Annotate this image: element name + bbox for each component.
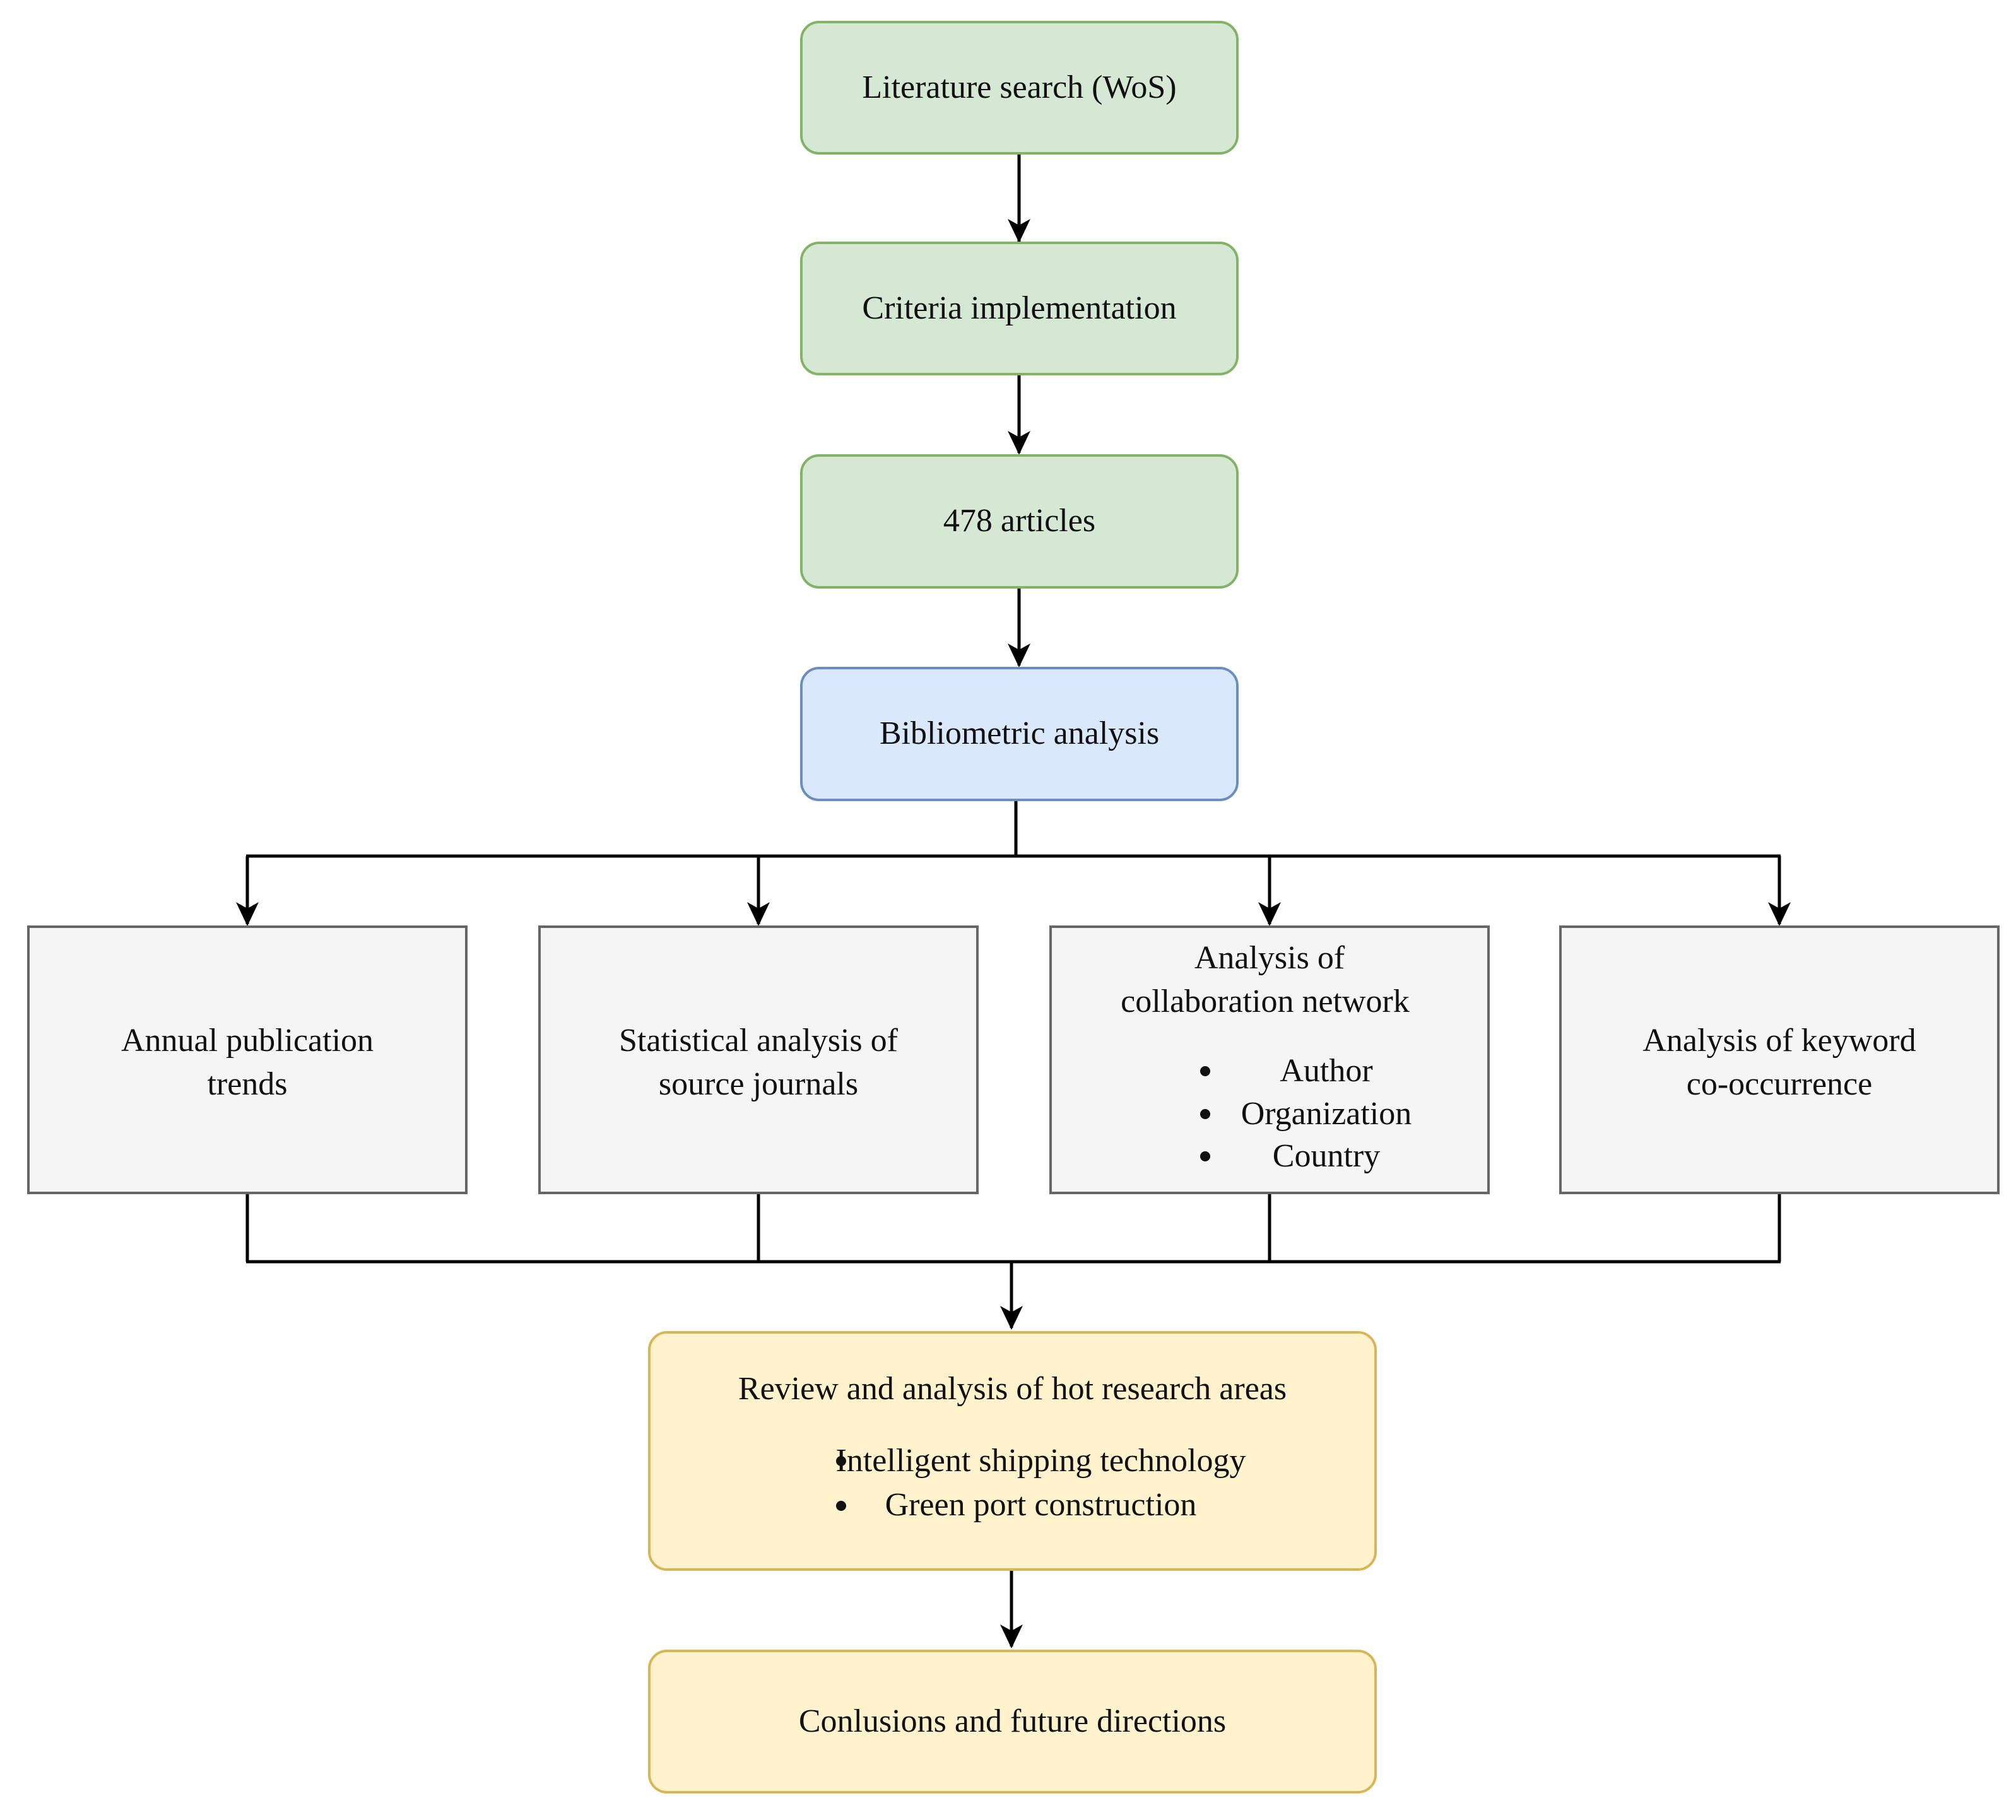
node-articles-count-label: 478 articles bbox=[943, 503, 1096, 539]
node-collaboration-network-title-line1: Analysis of bbox=[1194, 940, 1345, 976]
node-conclusions-future-directions: Conlusions and future directions bbox=[648, 1650, 1377, 1794]
arrowhead-to-keyword bbox=[1768, 902, 1791, 926]
arrowhead-review-to-conclusions bbox=[1000, 1624, 1023, 1648]
collaboration-item-author: Author bbox=[1280, 1053, 1373, 1089]
node-bibliometric-analysis-label: Bibliometric analysis bbox=[879, 715, 1160, 752]
list-item: Green port construction bbox=[691, 1483, 1335, 1528]
node-conclusions-future-directions-label: Conlusions and future directions bbox=[798, 1703, 1227, 1739]
node-keyword-cooccurrence-label: Analysis of keyword co-occurrence bbox=[1642, 1023, 1916, 1102]
node-articles-count: 478 articles bbox=[800, 454, 1239, 589]
node-keyword-cooccurrence: Analysis of keyword co-occurrence bbox=[1559, 925, 2000, 1194]
node-literature-search-label: Literature search (WoS) bbox=[862, 69, 1177, 105]
research-area-green-port: Green port construction bbox=[885, 1487, 1197, 1524]
node-review-hot-research-areas: Review and analysis of hot research area… bbox=[648, 1331, 1377, 1571]
node-review-hot-research-areas-title: Review and analysis of hot research area… bbox=[738, 1371, 1287, 1407]
arrowhead-to-annual bbox=[236, 902, 259, 926]
collaboration-item-organization: Organization bbox=[1241, 1095, 1412, 1132]
arrowhead-search-to-criteria bbox=[1008, 219, 1030, 243]
list-item: Country bbox=[1080, 1135, 1459, 1178]
node-criteria-implementation: Criteria implementation bbox=[800, 242, 1239, 375]
arrowhead-to-collab bbox=[1258, 902, 1281, 926]
arrowhead-criteria-to-articles bbox=[1008, 431, 1030, 455]
node-collaboration-network-title-line2: collaboration network bbox=[1121, 983, 1410, 1019]
node-literature-search: Literature search (WoS) bbox=[800, 21, 1239, 155]
node-bibliometric-analysis: Bibliometric analysis bbox=[800, 667, 1239, 801]
list-item: Intelligent shipping technology bbox=[691, 1439, 1335, 1484]
node-source-journals-analysis-label: Statistical analysis of source journals bbox=[619, 1023, 898, 1102]
hot-research-areas-list: Intelligent shipping technology Green po… bbox=[691, 1439, 1335, 1528]
node-annual-publication-trends: Annual publication trends bbox=[27, 925, 468, 1194]
arrowhead-merge-to-review bbox=[1000, 1306, 1023, 1330]
collaboration-network-list: Author Organization Country bbox=[1080, 1050, 1459, 1178]
node-criteria-implementation-label: Criteria implementation bbox=[862, 290, 1177, 326]
research-area-intelligent-shipping: Intelligent shipping technology bbox=[835, 1442, 1246, 1479]
arrowhead-to-journals bbox=[747, 902, 770, 926]
arrowhead-articles-to-bibliometric bbox=[1008, 643, 1030, 667]
node-collaboration-network: Analysis of collaboration network Author… bbox=[1049, 925, 1490, 1194]
node-annual-publication-trends-label: Annual publication trends bbox=[121, 1023, 374, 1102]
list-item: Organization bbox=[1080, 1093, 1459, 1136]
list-item: Author bbox=[1080, 1050, 1459, 1093]
node-source-journals-analysis: Statistical analysis of source journals bbox=[538, 925, 979, 1194]
collaboration-item-country: Country bbox=[1272, 1138, 1381, 1175]
